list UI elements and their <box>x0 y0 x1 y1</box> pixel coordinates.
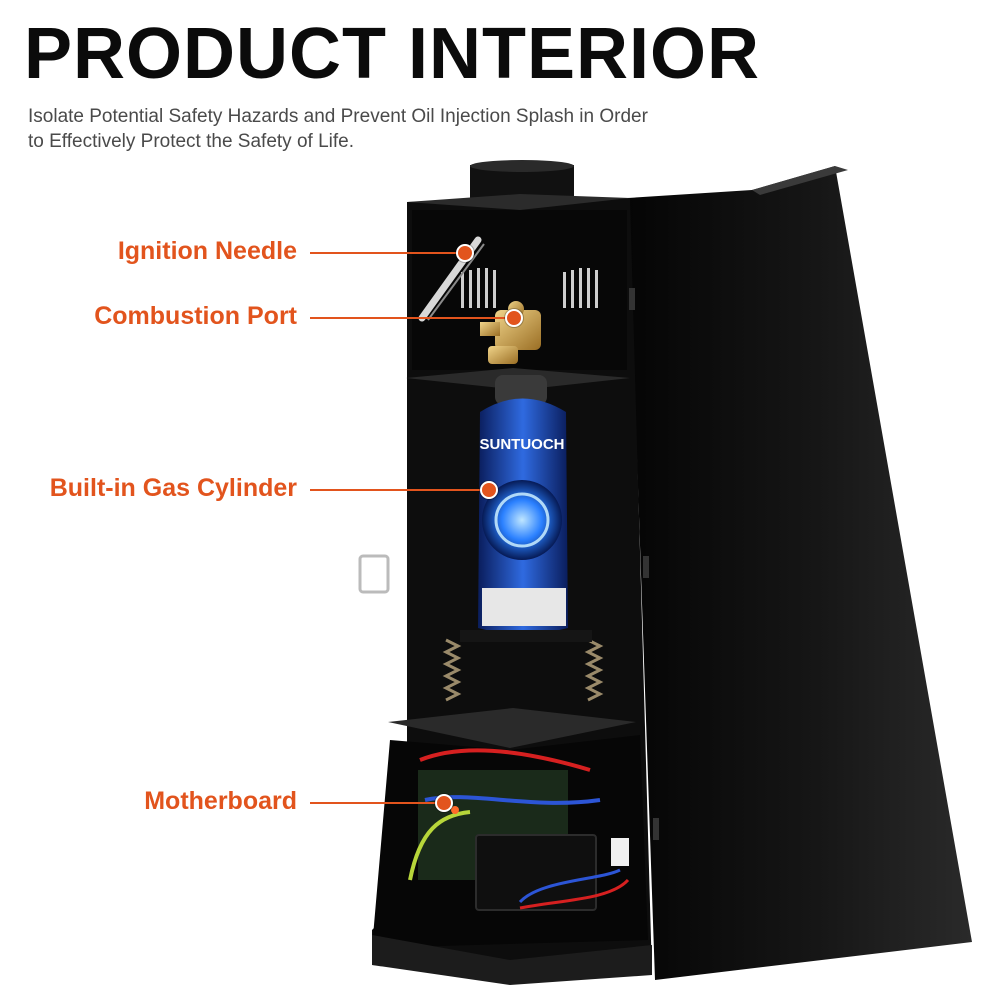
marker-dot-motherboard <box>435 794 453 812</box>
marker-dot-built-in-gas-cylinder <box>480 481 498 499</box>
lower-shelf <box>388 708 636 748</box>
callout-ignition-needle: Ignition Needle <box>117 237 297 265</box>
marker-dot-combustion-port <box>505 309 523 327</box>
callout-built-in-gas-cylinder: Built-in Gas Cylinder <box>49 474 297 502</box>
page-subtitle: Isolate Potential Safety Hazards and Pre… <box>28 106 648 152</box>
gas-cylinder: SUNTUOCH <box>478 375 568 634</box>
leader-line-combustion-port <box>310 317 512 319</box>
leader-line-motherboard <box>310 802 442 804</box>
chimney-pipe <box>470 160 574 201</box>
cabinet-door <box>628 166 972 980</box>
marker-dot-ignition-needle <box>456 244 474 262</box>
leader-line-ignition-needle <box>310 252 463 254</box>
callout-combustion-port: Combustion Port <box>94 302 297 330</box>
motherboard <box>408 748 630 911</box>
leader-line-built-in-gas-cylinder <box>310 489 487 491</box>
callout-motherboard: Motherboard <box>144 787 297 815</box>
cylinder-brand-label: SUNTUOCH <box>480 436 565 453</box>
page-title: PRODUCT INTERIOR <box>24 14 760 94</box>
suspension-springs <box>442 638 604 702</box>
